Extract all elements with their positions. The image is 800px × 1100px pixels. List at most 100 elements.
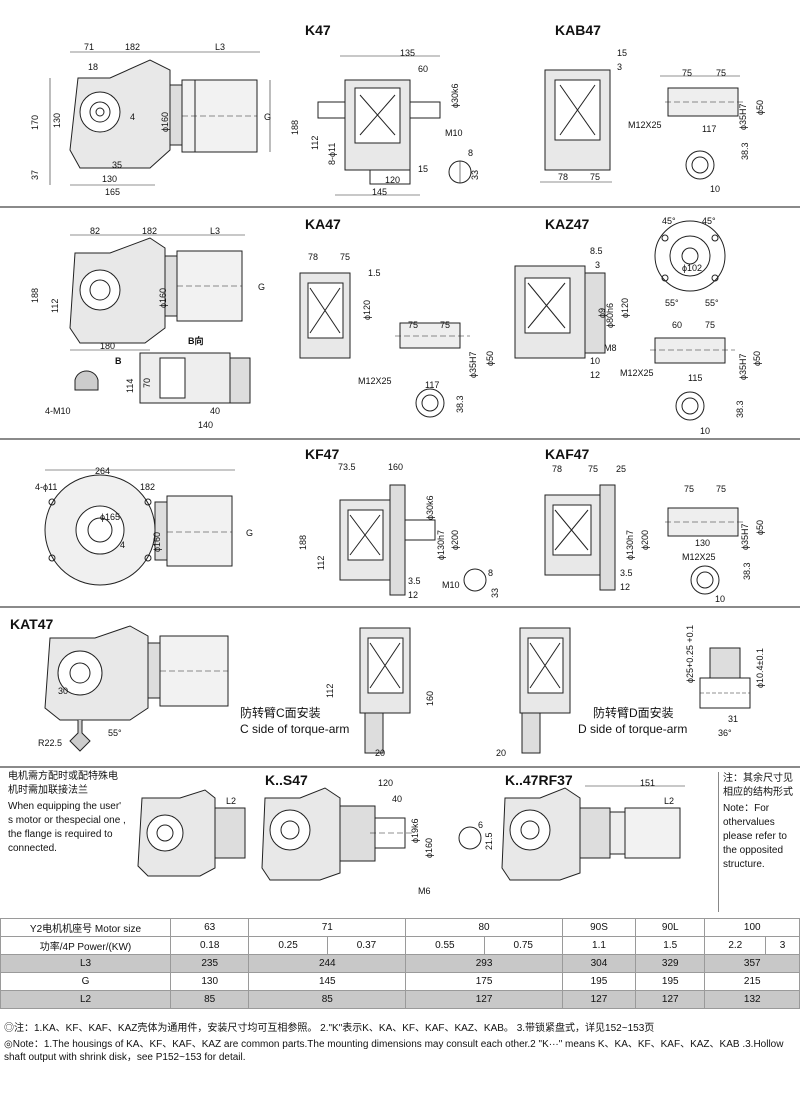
dim-kat-20c: 20 [375, 748, 386, 758]
dim-kf-160: 160 [388, 462, 404, 472]
cell-power-7: 2.2 [704, 936, 767, 955]
dim-ka-1-5: 1.5 [368, 268, 381, 278]
dim-kaf-75a: 75 [684, 484, 695, 494]
c-side-en: C side of torque-arm [240, 722, 350, 736]
dim-kf-112: 112 [316, 555, 326, 570]
dim-kab-38-3: 38.3 [740, 142, 750, 160]
ks47-drawing [137, 785, 685, 881]
dim-kf-4: 4 [120, 540, 126, 550]
dim-120: 120 [385, 175, 401, 185]
dim-kat-20d: 20 [496, 748, 507, 758]
dim-kf-phi30k6: ϕ30k6 [425, 495, 435, 520]
dim-krf-l2: L2 [664, 796, 675, 806]
table-row-power: 功率/4P Power/(KW) 0.18 0.25 0.37 0.55 0.7… [0, 936, 800, 955]
dim-kaz-55a: 55° [665, 298, 679, 308]
dim-kaf-phi50: ϕ50 [755, 519, 765, 535]
dim-m10: M10 [445, 128, 463, 138]
cell-g-4: 195 [634, 972, 706, 991]
dim-kaz-m8: M8 [604, 343, 617, 353]
dim-kf-phi165: ϕ165 [100, 512, 121, 522]
dim-ks-40: 40 [392, 794, 403, 804]
motor-spec-table: Y2电机机座号 Motor size 63 71 80 90S 90L 100 … [0, 918, 800, 1009]
cell-motor-80: 80 [405, 918, 563, 937]
cell-motor-100: 100 [704, 918, 800, 937]
dim-ka-38-3: 38.3 [455, 395, 465, 413]
dim-kaz-phi80h6: ϕ80h6 [605, 302, 615, 328]
title-ks47: K..S47 [265, 772, 308, 788]
ka47-drawing [69, 220, 735, 421]
dim-kaf-78: 78 [552, 464, 563, 474]
cell-l2-2: 127 [405, 990, 563, 1009]
dim-kab-15: 15 [617, 48, 628, 58]
dim-ka-70: 70 [142, 377, 152, 388]
dim-kab-phi35h7: ϕ35H7 [738, 103, 748, 130]
dim-15: 15 [418, 164, 429, 174]
dim-ka-182: 182 [142, 226, 158, 236]
label-b-view: B向 [188, 336, 204, 346]
dim-ka-78: 78 [308, 252, 319, 262]
header-motor-size: Y2电机机座号 Motor size [0, 918, 171, 937]
cell-power-6: 1.5 [634, 936, 706, 955]
dim-kab-75a: 75 [682, 68, 693, 78]
dim-8phi11: 8-ϕ11 [327, 142, 337, 165]
dim-18: 18 [88, 62, 99, 72]
dim-kaz-m12x25: M12X25 [620, 368, 654, 378]
dim-130: 130 [52, 112, 62, 128]
title-ka47: KA47 [305, 216, 341, 232]
dim-ks-21-5: 21.5 [484, 832, 494, 850]
dim-ka-m12x25: M12X25 [358, 376, 392, 386]
dim-kab-117: 117 [702, 124, 717, 134]
dim-ks-m6: M6 [418, 886, 431, 896]
kf47-side-view [339, 484, 487, 596]
cell-motor-71: 71 [248, 918, 407, 937]
dim-kab-m12x25: M12X25 [628, 120, 662, 130]
dim-krf-151: 151 [640, 778, 656, 788]
cell-l2-4: 127 [634, 990, 706, 1009]
dim-130b: 130 [102, 174, 118, 184]
dim-kaf-75b: 75 [716, 484, 727, 494]
dim-kaz-phi102: ϕ102 [682, 263, 703, 273]
dim-kaz-55b: 55° [705, 298, 719, 308]
dim-kaf-25: 25 [616, 464, 627, 474]
dim-kaz-45b: 45° [702, 216, 716, 226]
dim-kab-phi50: ϕ50 [755, 99, 765, 115]
dim-kaz-phi120: ϕ120 [620, 297, 630, 318]
dim-kaz-8-5: 8.5 [590, 246, 603, 256]
dim-g: G [264, 112, 272, 122]
dim-kat-112: 112 [325, 683, 335, 698]
dim-kaf-38-3: 38.3 [742, 562, 752, 580]
dim-kaz-12: 12 [590, 370, 601, 380]
dim-kat-55deg: 55° [108, 728, 122, 738]
note-right: 注：其余尺寸见相应的结构形式 Note：For othervalues plea… [718, 772, 796, 912]
dim-kaz-3: 3 [595, 260, 601, 270]
dim-ka-75b: 75 [408, 320, 419, 330]
panel-k47: K47 KAB47 71 182 L3 18 170 130 4 ϕ160 G … [0, 0, 800, 208]
dim-kaf-phi35h7: ϕ35H7 [740, 523, 750, 550]
note-left-cn: 电机需方配时或配特殊电机时需加联接法兰 [8, 771, 118, 796]
cell-motor-63: 63 [169, 918, 250, 937]
dim-kaz-115: 115 [688, 373, 703, 383]
dim-kaf-12: 12 [620, 582, 631, 592]
cell-g-5: 215 [704, 972, 800, 991]
dim-kaz-phi50: ϕ50 [752, 350, 762, 366]
dim-ka-phi160: ϕ160 [158, 287, 168, 308]
dim-kab-78: 78 [558, 172, 569, 182]
header-l3: L3 [0, 954, 171, 973]
dim-kf-73-5: 73.5 [338, 462, 356, 472]
dim-ka-l3: L3 [210, 226, 221, 236]
title-kaz47: KAZ47 [545, 216, 590, 232]
dim-kaz-75: 75 [705, 320, 716, 330]
kat47-d-side-view [519, 627, 571, 754]
cell-l3-3: 304 [561, 954, 637, 973]
cell-power-5: 1.1 [561, 936, 637, 955]
dim-kaz-45a: 45° [662, 216, 676, 226]
dim-ka-114: 114 [125, 378, 135, 393]
dim-ka-40: 40 [210, 406, 221, 416]
kaz47-views [514, 220, 735, 421]
krf-view [501, 785, 685, 881]
note-right-cn: 注：其余尺寸见相应的结构形式 [723, 773, 793, 798]
dim-ks-6: 6 [478, 820, 484, 830]
ks-motor-view [137, 789, 246, 877]
dim-kat-phi10-4: ϕ10.4±0.1 [755, 647, 765, 688]
dim-kf-phi160: ϕ160 [152, 531, 162, 552]
